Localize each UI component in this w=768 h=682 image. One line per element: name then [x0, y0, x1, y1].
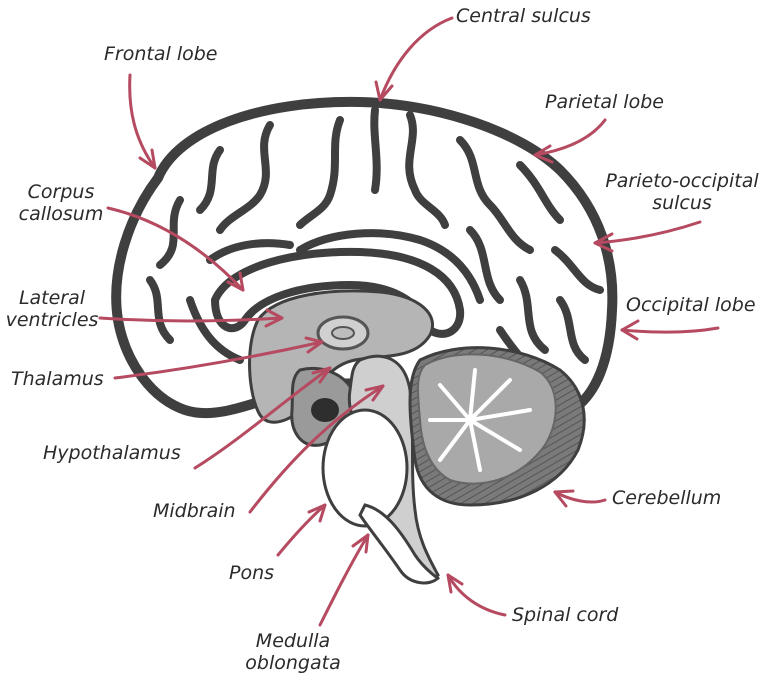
spinal-cord-shape [358, 503, 440, 585]
label-lateral-ventricles: Lateral ventricles [5, 287, 99, 331]
label-thalamus: Thalamus [11, 368, 104, 390]
label-parietal-lobe: Parietal lobe [545, 91, 664, 113]
pons-shape [321, 408, 409, 528]
label-pons: Pons [229, 562, 275, 584]
label-frontal-lobe: Frontal lobe [104, 43, 218, 65]
arrow-midbrain [248, 384, 385, 514]
label-parieto-occipital-sulcus: Parieto-occipital sulcus [605, 170, 759, 214]
arrow-parieto-occipital [593, 220, 702, 253]
label-midbrain: Midbrain [153, 500, 236, 522]
arrow-cerebellum [553, 489, 607, 508]
label-corpus-callosum: Corpus callosum [18, 181, 104, 225]
arrow-medulla [318, 533, 370, 627]
arrow-lateral-ventricles [98, 308, 284, 328]
arrow-corpus-callosum [106, 206, 245, 292]
arrow-parietal-lobe [533, 118, 607, 164]
arrow-pons [276, 503, 327, 557]
gyri-lines [146, 106, 604, 394]
arrow-central-sulcus [374, 16, 454, 102]
label-spinal-cord: Spinal cord [512, 604, 619, 626]
arbor-vitae [428, 368, 532, 472]
label-medulla-oblongata: Medulla oblongata [245, 630, 341, 674]
arrow-occipital-lobe [620, 319, 720, 341]
label-hypothalamus: Hypothalamus [43, 442, 181, 464]
arrow-frontal-lobe [128, 73, 157, 170]
label-central-sulcus: Central sulcus [456, 5, 591, 27]
arrow-group [98, 16, 720, 627]
arrow-hypothalamus [193, 366, 332, 470]
arrow-thalamus [113, 336, 324, 380]
arrow-spinal-cord [446, 573, 507, 617]
label-cerebellum: Cerebellum [612, 487, 722, 509]
label-occipital-lobe: Occipital lobe [626, 294, 756, 316]
